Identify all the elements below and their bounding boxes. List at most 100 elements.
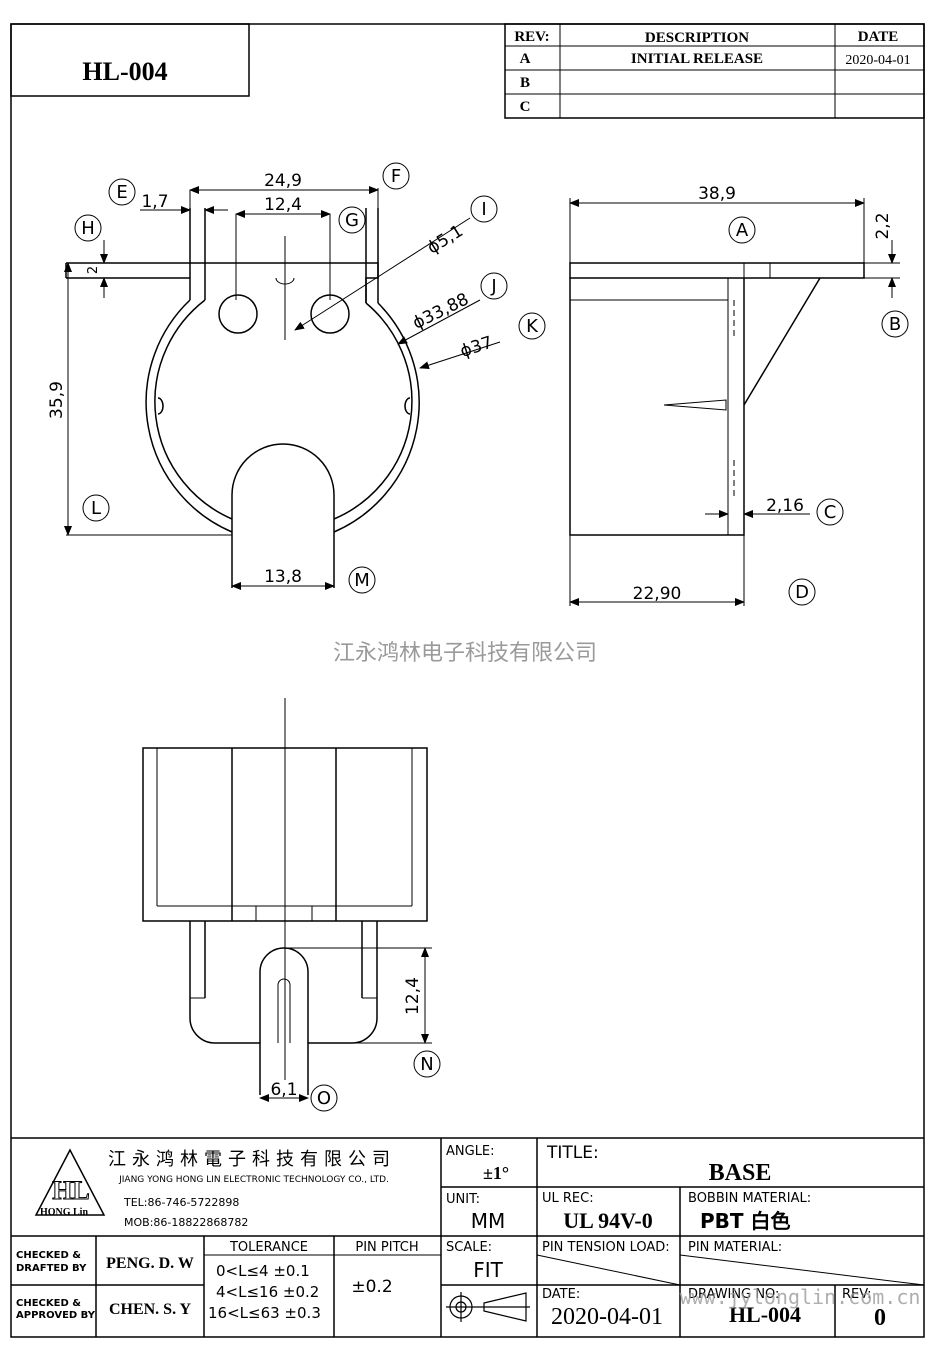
svg-text:N: N: [420, 1054, 433, 1075]
checked-approved-label-1: CHECKED &: [16, 1298, 81, 1309]
front-dimensions: [64, 186, 501, 590]
company-tel: TEL:86-746-5722898: [123, 1196, 239, 1209]
sheet-border: [10, 23, 925, 1338]
dim-2-16: 2,16: [766, 496, 804, 516]
rev-row-a-description: INITIAL RELEASE: [631, 51, 763, 67]
svg-text:J: J: [490, 276, 496, 297]
svg-text:H: H: [81, 218, 95, 239]
marker-e: E: [108, 178, 136, 206]
tolerance-row-2: 4<L≤16 ±0.2: [216, 1283, 319, 1301]
tolerance-label: TOLERANCE: [229, 1240, 308, 1255]
watermark-url: www.jylonglin.com.cn: [680, 1285, 921, 1309]
checked-approved-label-2: APPROVED BY: [16, 1310, 96, 1321]
marker-a: A: [728, 216, 756, 244]
side-view: [569, 262, 865, 536]
dim-38-9: 38,9: [698, 184, 736, 204]
front-view: [65, 208, 420, 588]
drafted-by-name: PENG. D. W: [106, 1255, 194, 1272]
marker-m: M: [348, 566, 376, 594]
rev-header: REV:: [514, 29, 549, 45]
svg-text:M: M: [354, 570, 370, 591]
marker-l: L: [82, 494, 110, 522]
dim-35-9: 35,9: [47, 381, 67, 419]
rev-row-a: A: [520, 51, 531, 67]
rev-row-b: B: [520, 75, 530, 91]
rev-row-a-date: 2020-04-01: [845, 53, 910, 68]
company-mob: MOB:86-18822868782: [124, 1216, 248, 1229]
front-dimension-labels: 24,9 1,7 12,4 2 35,9 ϕ5,1 ϕ33,88 ϕ37 13,…: [47, 171, 495, 587]
title-block-text: 江永鸿林電子科技有限公司 JIANG YONG HONG LIN ELECTRO…: [16, 1143, 886, 1331]
date-label: DATE:: [542, 1287, 580, 1302]
svg-text:G: G: [345, 210, 359, 231]
date-header: DATE: [858, 29, 899, 45]
bottom-dimension-labels: 12,4 6,1: [270, 977, 423, 1100]
svg-text:K: K: [526, 316, 539, 337]
dim-13-8: 13,8: [264, 567, 302, 587]
drawing-code-box: HL-004: [10, 23, 250, 97]
svg-text:HL: HL: [52, 1176, 90, 1205]
company-name-cn: 江永鸿林電子科技有限公司: [108, 1149, 396, 1170]
svg-text:O: O: [317, 1088, 331, 1109]
marker-j: J: [480, 272, 508, 300]
svg-text:B: B: [889, 314, 901, 335]
tolerance-row-3: 16<L≤63 ±0.3: [208, 1304, 321, 1322]
ul-value: UL 94V-0: [563, 1208, 652, 1233]
approved-by-name: CHEN. S. Y: [109, 1301, 192, 1318]
dim-2: 2: [86, 266, 101, 274]
unit-value: MM: [471, 1209, 506, 1233]
checked-drafted-label-2: DRAFTED BY: [16, 1263, 87, 1274]
pin-pitch-label: PIN PITCH: [355, 1240, 418, 1255]
title-label: TITLE:: [546, 1143, 599, 1163]
marker-h: H: [74, 214, 102, 242]
tolerance-row-1: 0<L≤4 ±0.1: [216, 1262, 310, 1280]
svg-text:A: A: [736, 220, 749, 241]
dim-6-1: 6,1: [270, 1080, 297, 1100]
revision-table: REV: DESCRIPTION DATE A INITIAL RELEASE …: [504, 23, 925, 119]
dim-37: ϕ37: [458, 333, 495, 362]
scale-label: SCALE:: [446, 1240, 492, 1255]
rev-label: REV:: [842, 1287, 871, 1302]
ul-label: UL REC:: [542, 1191, 594, 1206]
marker-n: N: [413, 1050, 441, 1078]
pin-material-label: PIN MATERIAL:: [688, 1240, 782, 1255]
marker-o: O: [310, 1084, 338, 1112]
title-block: [11, 1137, 925, 1337]
marker-d: D: [788, 578, 816, 606]
dim-12-4-top: 12,4: [264, 195, 302, 215]
unit-label: UNIT:: [446, 1192, 480, 1207]
angle-value: ±1°: [483, 1163, 509, 1183]
drawing-no-label: DRAWING NO:: [688, 1287, 779, 1302]
rev-row-c: C: [520, 99, 531, 115]
checked-drafted-label-1: CHECKED &: [16, 1250, 81, 1261]
marker-i: I: [470, 195, 498, 223]
marker-k: K: [518, 312, 546, 340]
company-logo: HL HONG Lin: [34, 1148, 106, 1218]
title-value: BASE: [709, 1160, 772, 1186]
rev-value: 0: [874, 1305, 886, 1331]
drawing-no-value: HL-004: [729, 1302, 801, 1327]
bottom-dimensions: [259, 947, 432, 1102]
svg-text:C: C: [824, 502, 837, 523]
dim-2-2: 2,2: [873, 212, 893, 239]
marker-c: C: [816, 498, 844, 526]
svg-text:E: E: [116, 182, 127, 203]
bobbin-material-value: PBT 白色: [700, 1209, 791, 1233]
markers: A B C D E F G H I J K L M N O: [74, 162, 909, 1112]
projection-symbol-icon: [446, 1292, 530, 1322]
svg-text:I: I: [481, 199, 486, 220]
dim-5-1: ϕ5,1: [424, 221, 467, 258]
watermark-cn: 江永鸿林电子科技有限公司: [333, 641, 597, 666]
angle-label: ANGLE:: [446, 1144, 495, 1159]
svg-text:F: F: [391, 166, 401, 187]
drawing-code: HL-004: [82, 57, 167, 86]
company-name-en: JIANG YONG HONG LIN ELECTRONIC TECHNOLOG…: [118, 1175, 389, 1185]
pin-tension-label: PIN TENSION LOAD:: [542, 1240, 670, 1255]
dim-24-9: 24,9: [264, 171, 302, 191]
pin-pitch-value: ±0.2: [351, 1277, 392, 1297]
svg-text:HONG Lin: HONG Lin: [40, 1207, 89, 1218]
svg-text:D: D: [795, 582, 809, 603]
side-dimension-labels: 38,9 2,2 2,16 22,90: [633, 184, 893, 604]
dim-22-90: 22,90: [633, 584, 682, 604]
dim-12-4-bottom: 12,4: [403, 977, 423, 1015]
